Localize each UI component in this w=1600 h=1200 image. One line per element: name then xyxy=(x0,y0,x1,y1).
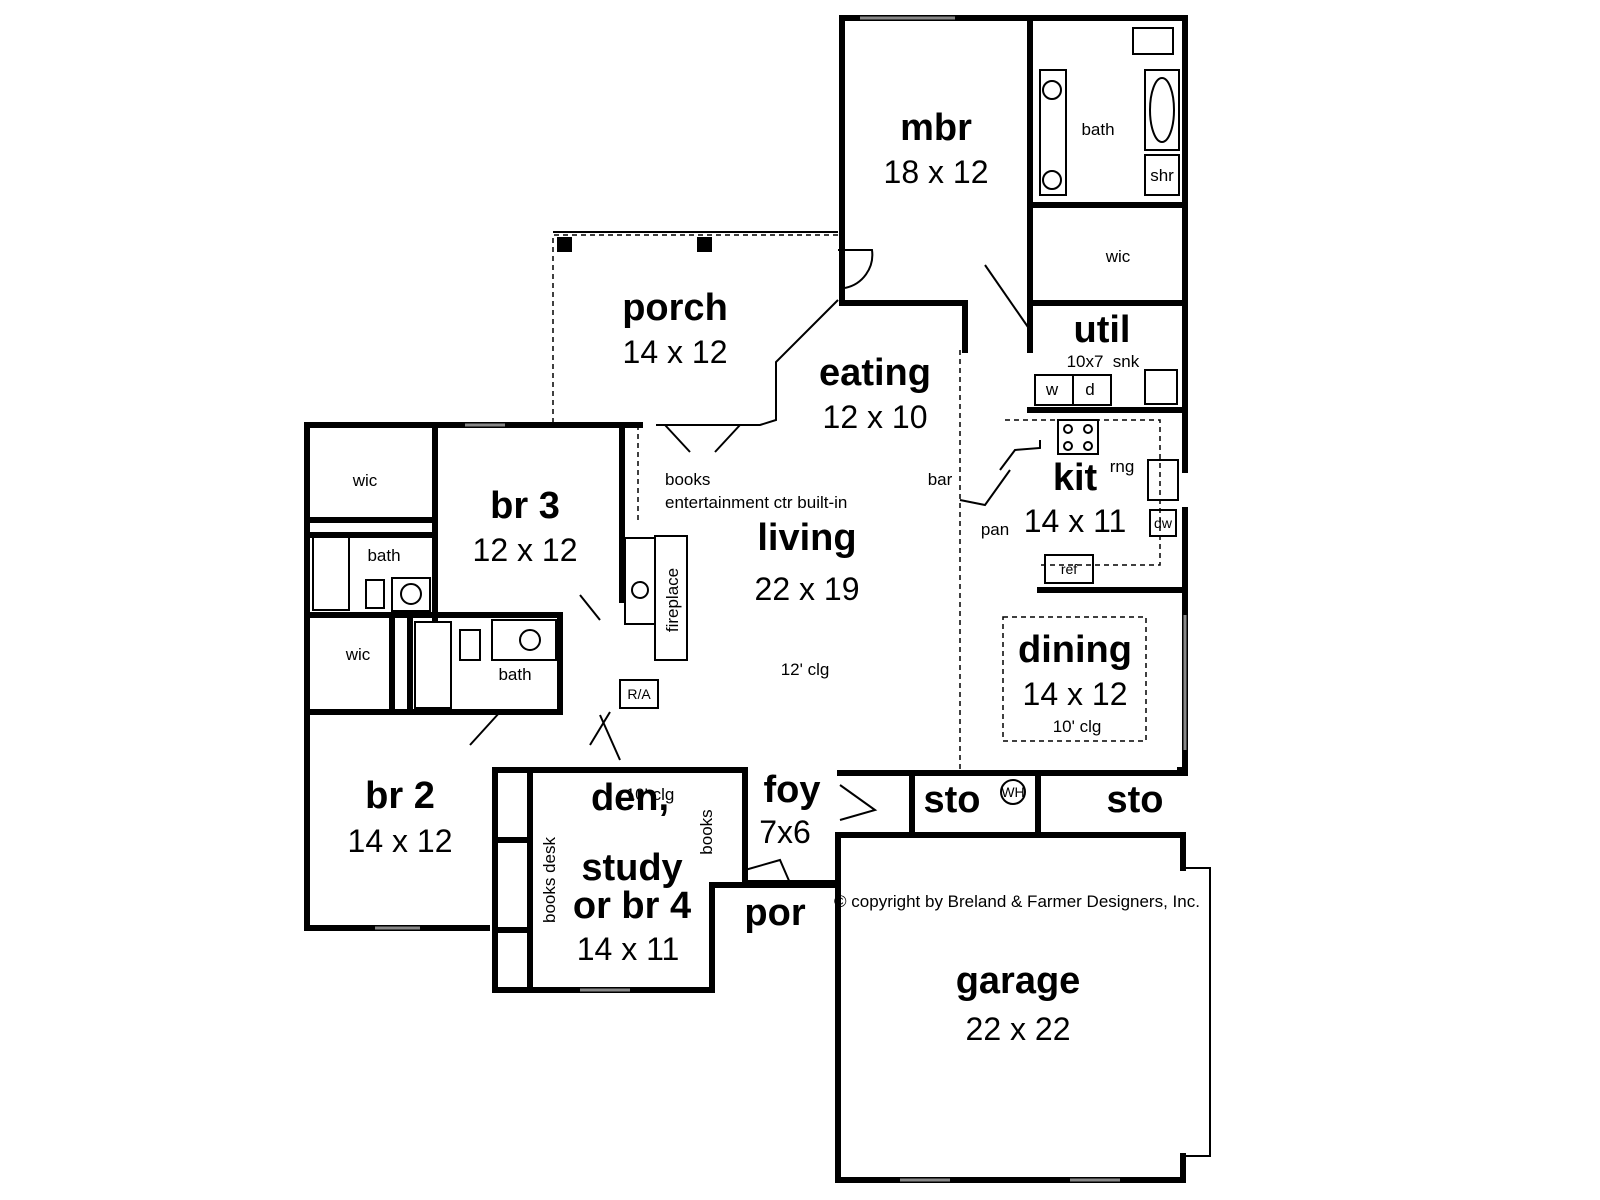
books-label: books xyxy=(665,470,710,489)
room-dims: 18 x 12 xyxy=(884,154,989,190)
interior-walls xyxy=(304,15,1188,993)
room-name: dining xyxy=(1018,629,1132,671)
return-air-label: R/A xyxy=(627,686,651,702)
shower-label: shr xyxy=(1150,166,1174,185)
room-mbr: mbr 18 x 12 xyxy=(884,107,989,190)
room-name: living xyxy=(757,517,856,559)
living-ceiling-label: 12' clg xyxy=(781,660,830,679)
dryer-label: d xyxy=(1085,380,1094,399)
room-name: sto xyxy=(924,779,981,821)
room-eating: eating 12 x 10 xyxy=(819,352,931,435)
room-foy: foy 7x6 xyxy=(759,769,820,850)
den-books-label: books xyxy=(697,809,716,854)
room-name-line1: den, xyxy=(591,777,669,819)
room-name: sto xyxy=(1107,779,1164,821)
books-desk-label: books desk xyxy=(540,837,559,923)
room-dims: 22 x 19 xyxy=(755,571,860,607)
room-name-line3: or br 4 xyxy=(573,885,691,927)
room-sto-right: sto xyxy=(1107,779,1164,821)
fireplace-label: fireplace xyxy=(663,568,682,632)
room-dims: 7x6 xyxy=(759,814,811,850)
porch-outline xyxy=(552,231,839,426)
br2-wic-label: wic xyxy=(345,645,371,664)
entertainment-center-label: entertainment ctr built-in xyxy=(665,493,847,512)
annotations: bath shr wic snk w d rng bar pan dw ref … xyxy=(345,120,1200,923)
refrigerator-label: ref xyxy=(1061,561,1077,577)
range-label: rng xyxy=(1110,457,1135,476)
room-kit: kit 14 x 11 xyxy=(1024,457,1127,539)
room-name: util xyxy=(1074,309,1131,351)
room-garage: garage 22 x 22 xyxy=(956,960,1081,1047)
sink-label: snk xyxy=(1113,352,1140,371)
exterior-walls xyxy=(304,15,1188,1183)
br2-bath-label: bath xyxy=(498,665,531,684)
mbr-bath-label: bath xyxy=(1081,120,1114,139)
fixtures xyxy=(312,27,1180,805)
room-name: br 3 xyxy=(490,485,560,527)
copyright-notice: © copyright by Breland & Farmer Designer… xyxy=(834,892,1200,911)
br3-bath-label: bath xyxy=(367,546,400,565)
room-name: porch xyxy=(622,287,728,329)
room-br3: br 3 12 x 12 xyxy=(473,485,578,568)
room-name: foy xyxy=(764,769,821,811)
room-dining: dining 14 x 12 xyxy=(1018,629,1132,712)
room-dims: 14 x 11 xyxy=(1024,503,1127,539)
room-dims: 12 x 12 xyxy=(473,532,578,568)
br3-wic-label: wic xyxy=(352,471,378,490)
room-por: por xyxy=(744,892,805,934)
room-porch: porch 14 x 12 xyxy=(622,287,728,370)
room-dims: 22 x 22 xyxy=(966,1011,1071,1047)
windows xyxy=(375,16,1211,1182)
bar-label: bar xyxy=(928,470,953,489)
pantry-label: pan xyxy=(981,520,1009,539)
room-name: kit xyxy=(1053,457,1098,499)
room-dims: 14 x 12 xyxy=(1023,676,1128,712)
room-dims: 14 x 12 xyxy=(348,823,453,859)
room-util: util 10x7 xyxy=(1067,309,1131,371)
washer-label: w xyxy=(1045,380,1059,399)
room-name: garage xyxy=(956,960,1081,1002)
room-name: br 2 xyxy=(365,775,435,817)
room-name: mbr xyxy=(900,107,972,149)
room-den: den, study or br 4 14 x 11 xyxy=(573,777,691,967)
water-heater-label: WH xyxy=(1001,784,1024,800)
mbr-wic-label: wic xyxy=(1105,247,1131,266)
doors xyxy=(469,249,1031,884)
room-dims: 14 x 11 xyxy=(577,931,680,967)
room-name-line2: study xyxy=(581,847,682,889)
room-name: eating xyxy=(819,352,931,394)
room-dims: 14 x 12 xyxy=(623,334,728,370)
dishwasher-label: dw xyxy=(1154,515,1173,531)
room-br2: br 2 14 x 12 xyxy=(348,775,453,859)
room-dims: 10x7 xyxy=(1067,352,1104,371)
room-dims: 12 x 10 xyxy=(823,399,928,435)
room-name: por xyxy=(744,892,805,934)
room-living: living 22 x 19 xyxy=(755,517,860,607)
den-ceiling-label: 10' clg xyxy=(626,785,675,804)
room-sto-left: sto xyxy=(924,779,981,821)
dining-ceiling-label: 10' clg xyxy=(1053,717,1102,736)
